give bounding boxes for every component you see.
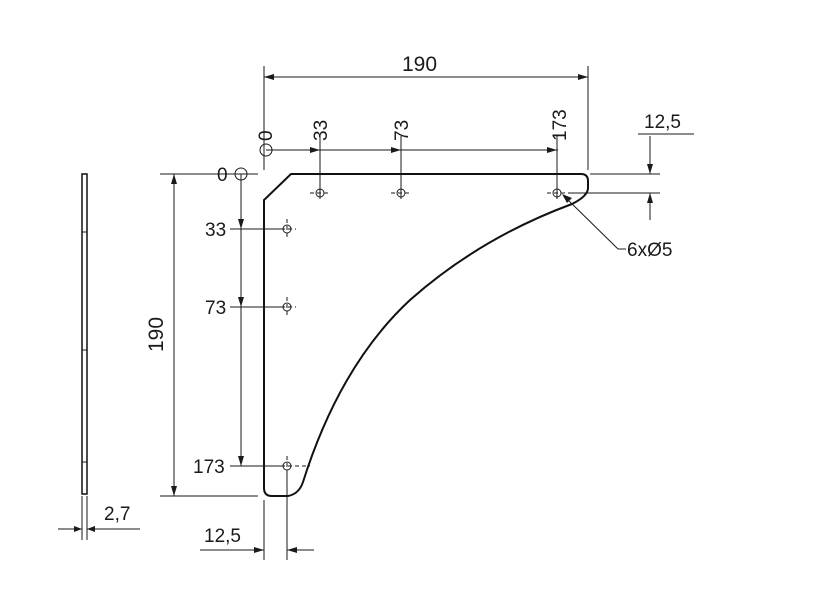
dim-overall-height: 190 [145, 173, 258, 497]
dim-edge-offset-bottom: 12,5 [200, 470, 314, 560]
hole-callout: 6xØ5 [562, 194, 672, 261]
top-pos-33-label: 33 [311, 120, 332, 141]
edge-offset-bottom-label: 12,5 [204, 526, 241, 547]
top-pos-173-label: 173 [550, 109, 571, 141]
left-pos-173-label: 173 [193, 457, 225, 478]
hole-crosshair-icon [281, 219, 296, 239]
top-pos-73-label: 73 [392, 120, 413, 141]
dim-left-ordinates: 0 33 73 173 [193, 165, 282, 478]
dim-overall-width: 190 [263, 53, 589, 170]
bracket-outline [263, 173, 589, 497]
thickness-label: 2,7 [104, 504, 130, 525]
dim-edge-offset-right: 12,5 [568, 112, 694, 220]
overall-width-label: 190 [402, 53, 437, 76]
hole-crosshair-icon [281, 297, 296, 317]
edge-offset-right-label: 12,5 [644, 112, 681, 133]
top-origin-label: 0 [256, 130, 277, 141]
left-pos-73-label: 73 [205, 298, 226, 319]
hole-crosshair-icon [391, 187, 411, 199]
hole-callout-label: 6xØ5 [627, 240, 672, 261]
holes [281, 187, 567, 476]
overall-height-label: 190 [145, 317, 168, 352]
left-origin-label: 0 [217, 165, 228, 186]
hole-crosshair-icon [310, 187, 330, 199]
dim-top-ordinates: 0 33 73 173 [256, 109, 571, 188]
left-pos-33-label: 33 [205, 220, 226, 241]
hole-crosshair-icon [547, 187, 567, 199]
side-view: 2,7 [58, 173, 140, 540]
